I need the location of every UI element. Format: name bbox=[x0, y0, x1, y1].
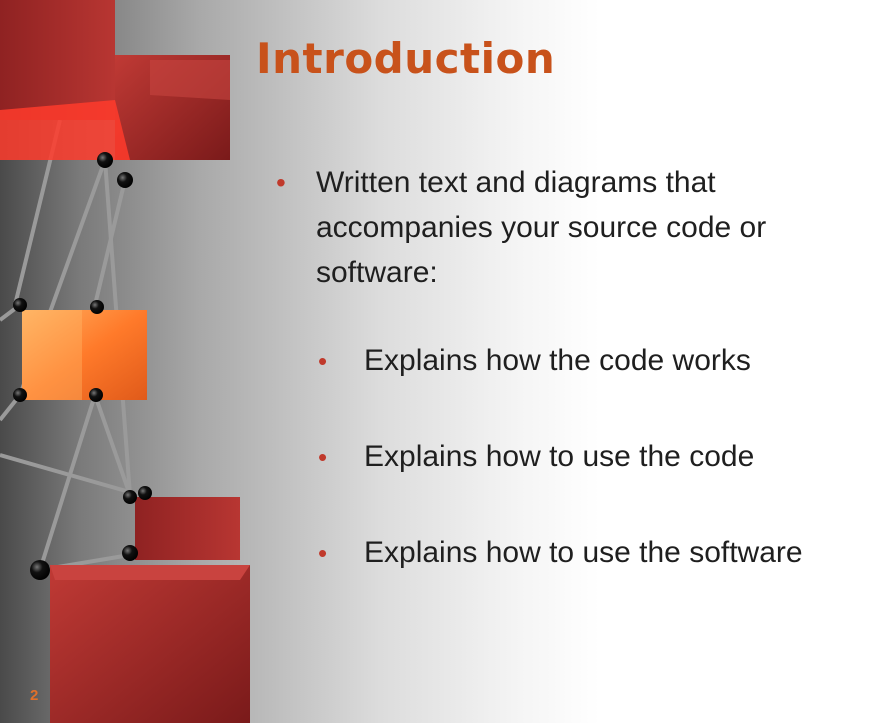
slide-title: Introduction bbox=[256, 34, 556, 83]
bullet-dot-icon: • bbox=[276, 167, 286, 198]
bullet-item-level2: • Explains how the code works bbox=[318, 341, 866, 381]
bullet-item-level2: • Explains how to use the software bbox=[318, 533, 866, 573]
bullet-item-level2: • Explains how to use the code bbox=[318, 437, 866, 477]
bullet-item-level1: • Written text and diagrams that accompa… bbox=[276, 160, 866, 295]
top-red-cube bbox=[0, 0, 230, 160]
bullet-dot-icon: • bbox=[318, 442, 328, 472]
bullet-text: Explains how to use the software bbox=[364, 536, 803, 569]
bullet-dot-icon: • bbox=[318, 538, 328, 568]
slide-number: 2 bbox=[30, 687, 39, 704]
bullet-list: • Written text and diagrams that accompa… bbox=[276, 160, 866, 573]
joint-balls bbox=[13, 152, 152, 580]
bullet-text: Written text and diagrams that accompani… bbox=[316, 166, 767, 289]
bottom-red-cubes bbox=[50, 497, 250, 723]
glowing-orange-cube bbox=[22, 310, 147, 400]
bullet-text: Explains how the code works bbox=[364, 344, 751, 377]
bullet-dot-icon: • bbox=[318, 346, 328, 376]
bullet-text: Explains how to use the code bbox=[364, 440, 755, 473]
